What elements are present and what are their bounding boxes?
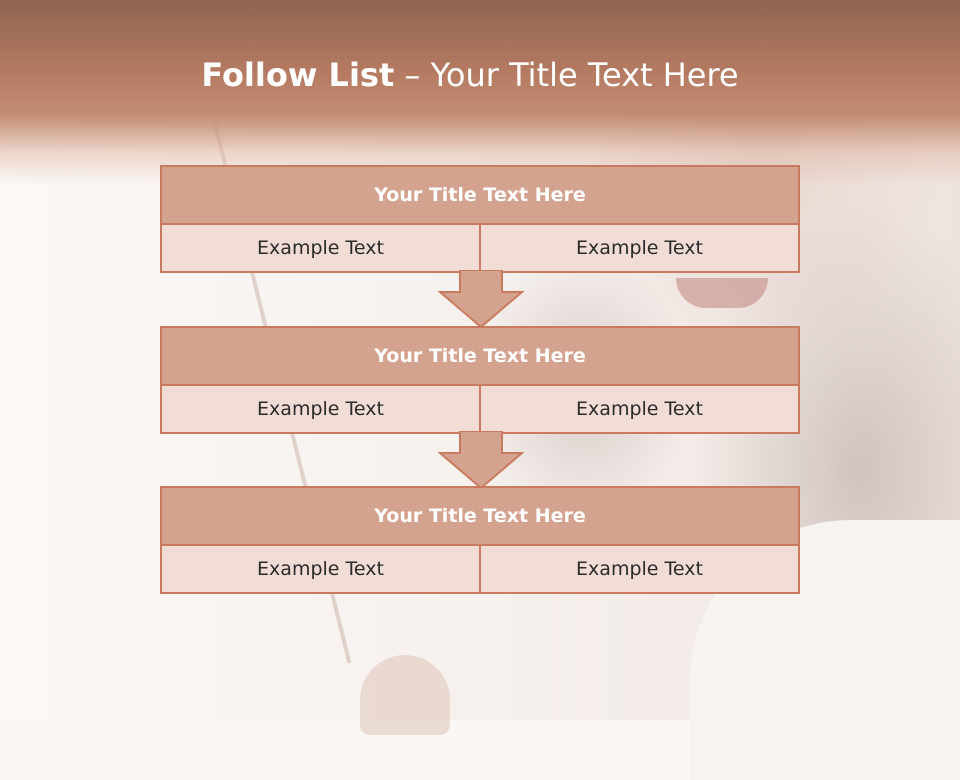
list-block-3: Your Title Text Here Example Text Exampl… <box>160 486 800 594</box>
block-cell-left: Example Text <box>162 225 479 271</box>
block-cell-left: Example Text <box>162 386 479 432</box>
background-hand <box>360 655 450 735</box>
block-cell-left: Example Text <box>162 546 479 592</box>
block-title: Your Title Text Here <box>162 328 798 386</box>
down-arrow-icon <box>438 431 524 489</box>
block-cell-right: Example Text <box>479 225 798 271</box>
block-row: Example Text Example Text <box>162 546 798 592</box>
header-band <box>0 0 960 185</box>
down-arrow-icon <box>438 270 524 328</box>
block-title: Your Title Text Here <box>162 488 798 546</box>
slide-title-rest: – Your Title Text Here <box>394 56 739 94</box>
block-row: Example Text Example Text <box>162 386 798 432</box>
block-cell-right: Example Text <box>479 386 798 432</box>
block-title: Your Title Text Here <box>162 167 798 225</box>
block-row: Example Text Example Text <box>162 225 798 271</box>
slide-title: Follow List – Your Title Text Here <box>0 56 940 94</box>
background-smile <box>676 278 768 308</box>
list-block-1: Your Title Text Here Example Text Exampl… <box>160 165 800 273</box>
slide-title-bold: Follow List <box>201 56 395 94</box>
list-block-2: Your Title Text Here Example Text Exampl… <box>160 326 800 434</box>
block-cell-right: Example Text <box>479 546 798 592</box>
